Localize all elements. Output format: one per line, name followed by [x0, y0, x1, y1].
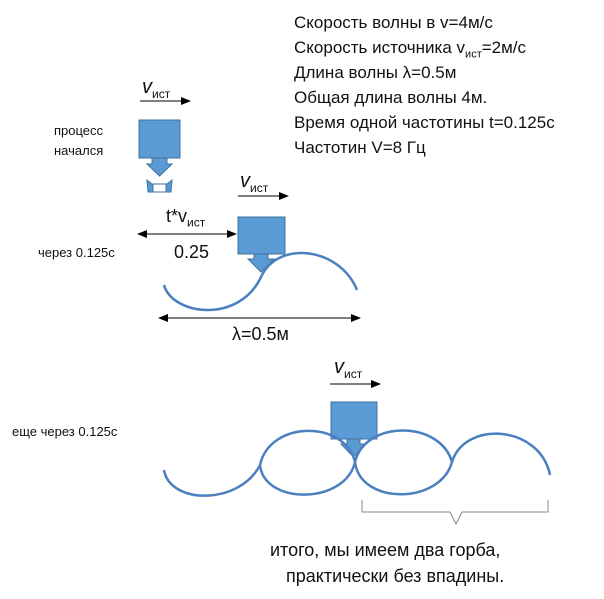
stage1-label-line1: процесс [54, 123, 104, 138]
stage3-label: еще через 0.125с [12, 424, 118, 439]
wavelength-label: λ=0.5м [232, 324, 289, 344]
period-text: Время одной частотины t=0.125c [294, 113, 555, 132]
conclusion-bracket [361, 500, 549, 526]
stage2-label: через 0.125с [38, 245, 115, 260]
wave-stage2-trough [162, 274, 264, 312]
total-length-text: Общая длина волны 4м. [294, 88, 488, 107]
frequency-text: Частотин V=8 Гц [294, 138, 426, 157]
wave-stage3-crest-2 [353, 429, 454, 463]
wave-stage3-right-crest [450, 432, 552, 476]
wavelength-text: Длина волны λ=0.5м [294, 63, 457, 82]
source-stage3 [330, 401, 378, 458]
wave-stage3-trough-1 [258, 461, 357, 496]
wave-stage2-crest [260, 251, 359, 291]
displacement-value: 0.25 [174, 242, 210, 262]
wave-stage3-crest-1 [258, 429, 357, 466]
wave-stage3-left-trough [162, 464, 262, 497]
velocity-label-1: vист [142, 76, 171, 101]
wave-stage3-trough-2 [353, 461, 454, 496]
source-stage2 [237, 216, 286, 273]
stage1-label-line2: начался [54, 143, 104, 158]
displacement-label: t*vист [166, 206, 206, 230]
source-stage1 [138, 119, 181, 193]
conclusion-line1: итого, мы имеем два горба, [270, 540, 501, 560]
wave-speed-text: Скорость волны в v=4м/с [294, 13, 493, 32]
conclusion-line2: практически без впадины. [286, 566, 505, 586]
velocity-label-2: vист [240, 170, 269, 195]
velocity-label-3: vист [334, 356, 363, 381]
source-speed-text: Скорость источника vист=2м/с [294, 38, 527, 61]
